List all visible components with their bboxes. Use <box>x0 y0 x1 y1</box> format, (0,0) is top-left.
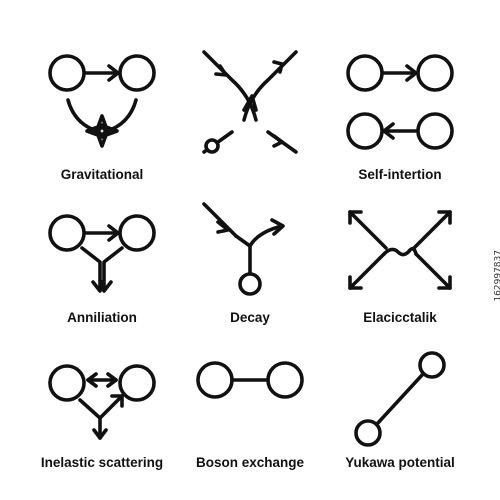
boson-exchange-icon <box>196 361 304 399</box>
label-self-intertion: Self-intertion <box>358 167 442 182</box>
yukawa-potential-icon <box>354 351 446 447</box>
inelastic-scattering-icon <box>48 364 156 440</box>
icon-cell-crossing <box>170 30 330 190</box>
label-inelastic-scattering: Inelastic scattering <box>40 455 164 470</box>
icon-cell-elacicctalik: Elacicctalik <box>320 190 480 350</box>
icon-cell-yukawa-potential: Yukawa potential <box>320 340 480 500</box>
elastic-icon <box>348 210 452 290</box>
icon-cell-anniliation: Anniliation <box>22 190 182 350</box>
decay-icon <box>202 202 285 296</box>
label-boson-exchange: Boson exchange <box>195 455 305 470</box>
label-gravitational: Gravitational <box>60 167 144 182</box>
icon-cell-decay: Decay <box>170 190 330 350</box>
label-elacicctalik: Elacicctalik <box>363 310 437 325</box>
annihilation-icon <box>48 214 156 293</box>
gravitational-icon <box>48 54 156 148</box>
label-decay: Decay <box>230 310 270 325</box>
label-anniliation: Anniliation <box>67 310 137 325</box>
stock-id-text: 162997837 <box>494 250 500 302</box>
icon-cell-gravitational: Gravitational <box>22 30 182 190</box>
icon-cell-boson-exchange: Boson exchange <box>170 340 330 500</box>
self-interaction-icon <box>346 54 454 150</box>
label-yukawa-potential: Yukawa potential <box>345 455 455 470</box>
crossing-icon <box>202 50 298 154</box>
icon-cell-inelastic-scattering: Inelastic scattering <box>22 340 182 500</box>
icon-cell-self-intertion: Self-intertion <box>320 30 480 190</box>
